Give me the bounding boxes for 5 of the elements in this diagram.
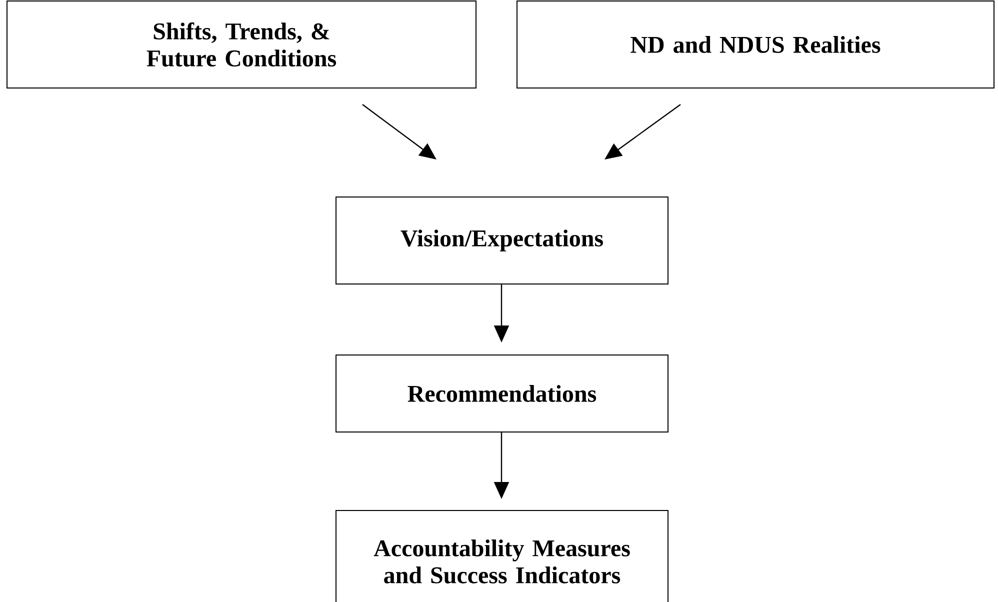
process-box: Recommendations [336,354,668,432]
process-box: Shifts, Trends, & Future Conditions [6,0,476,88]
process-box: ND and NDUS Realities [516,0,994,88]
process-box: Accountability Measures and Success Indicators [336,510,668,602]
process-box: Vision/Expectations [336,196,668,284]
